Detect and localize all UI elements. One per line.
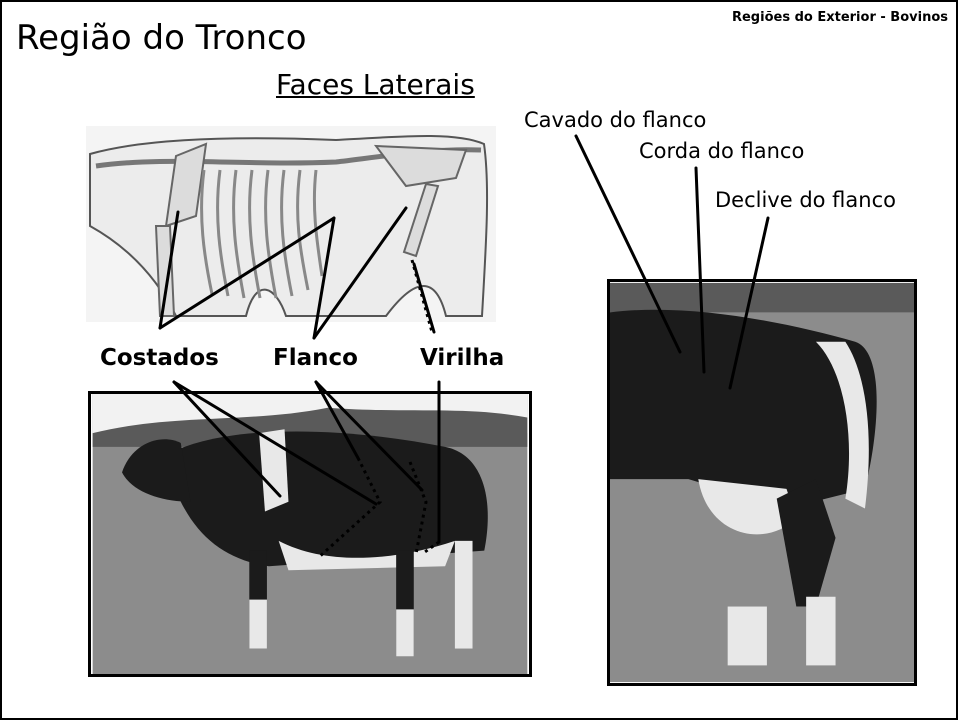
femur	[402, 182, 440, 258]
pelvis	[373, 144, 468, 188]
section-note: Regiões do Exterior - Bovinos	[731, 10, 948, 25]
label-flanco: Flanco	[273, 345, 358, 371]
page-subtitle: Faces Laterais	[276, 68, 475, 101]
label-virilha: Virilha	[420, 345, 505, 371]
cow-side-photo	[88, 391, 532, 677]
label-costados: Costados	[100, 345, 219, 371]
label-declive-do-flanco: Declive do flanco	[715, 188, 896, 212]
page-title: Região do Tronco	[16, 18, 307, 58]
label-cavado-do-flanco: Cavado do flanco	[524, 108, 707, 132]
foreleg	[154, 225, 176, 317]
scapula	[164, 142, 208, 228]
label-corda-do-flanco: Corda do flanco	[639, 139, 805, 163]
cow-hindquarter-photo	[607, 279, 917, 686]
skeleton-illustration	[86, 126, 496, 322]
